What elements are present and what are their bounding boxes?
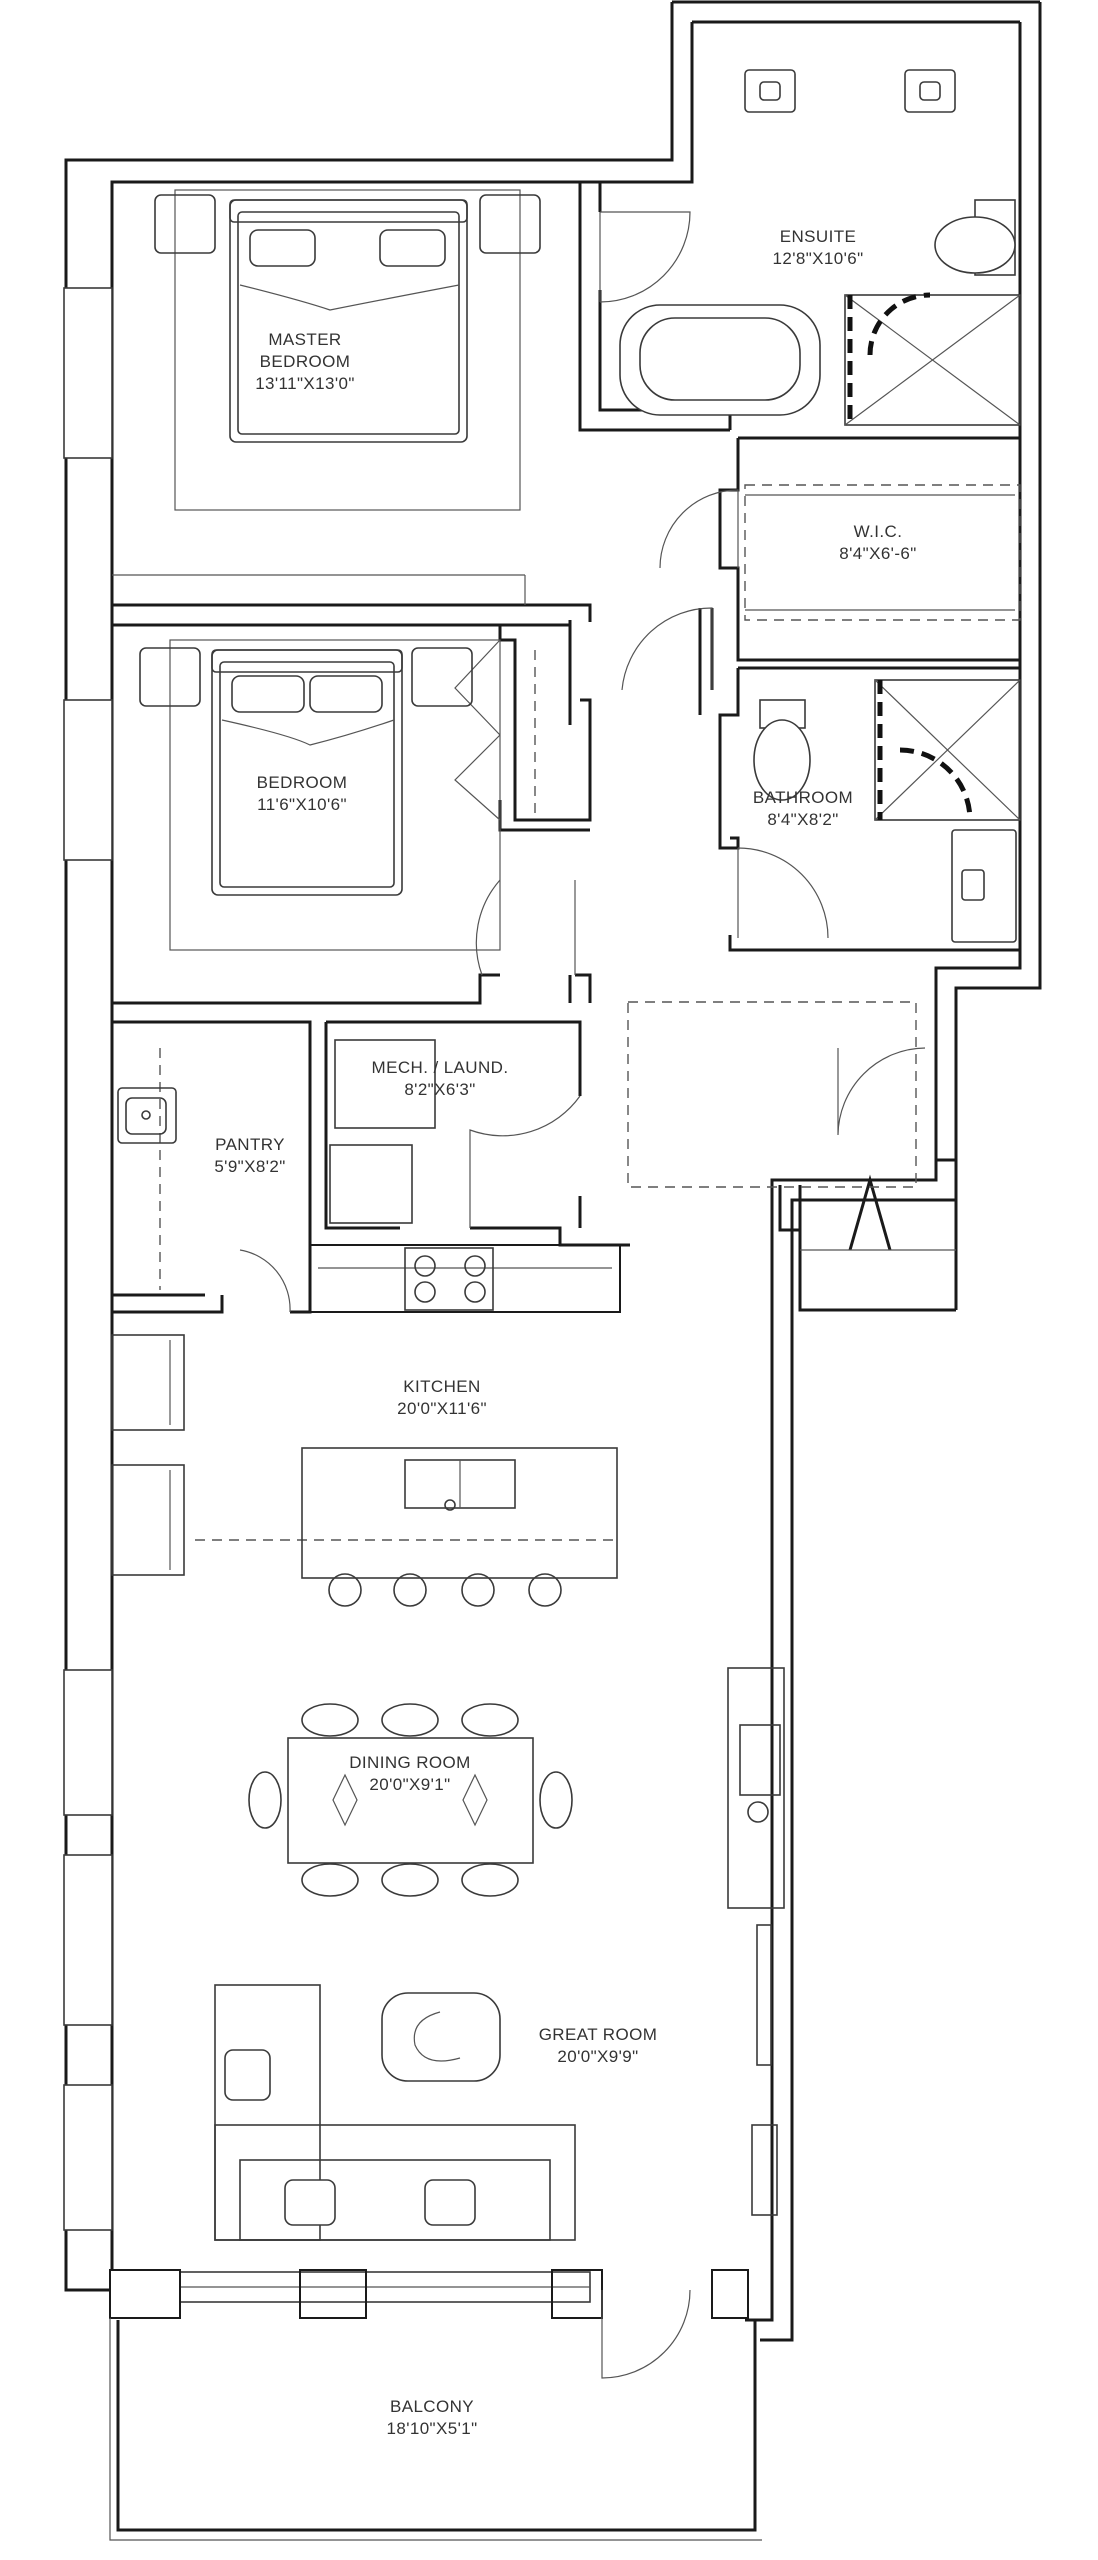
label-pantry-name: PANTRY — [215, 1135, 285, 1154]
label-great-room-name: GREAT ROOM — [539, 2025, 658, 2044]
label-bathroom-name: BATHROOM — [753, 788, 853, 807]
label-master-name-1: MASTER — [268, 330, 341, 349]
exterior-walls — [63, 0, 1042, 2342]
label-ensuite-dims: 12'8"X10'6" — [772, 249, 863, 268]
label-dining-name: DINING ROOM — [349, 1753, 471, 1772]
label-ensuite-name: ENSUITE — [780, 227, 856, 246]
label-master-dims: 13'11"X13'0" — [255, 374, 355, 393]
label-master-name-2: BEDROOM — [260, 352, 351, 371]
window-west-2 — [63, 699, 113, 861]
room-labels: ENSUITE 12'8"X10'6" MASTER BEDROOM 13'11… — [214, 227, 916, 2438]
window-west-1 — [63, 287, 113, 459]
label-kitchen-name: KITCHEN — [403, 1377, 480, 1396]
label-pantry-dims: 5'9"X8'2" — [214, 1157, 285, 1176]
label-balcony-name: BALCONY — [390, 2397, 474, 2416]
window-west-4 — [63, 1854, 113, 2026]
window-west-5 — [63, 2084, 113, 2231]
door-swings — [239, 211, 926, 2379]
label-great-room-dims: 20'0"X9'9" — [557, 2047, 638, 2066]
label-balcony-dims: 18'10"X5'1" — [386, 2419, 477, 2438]
label-kitchen-dims: 20'0"X11'6" — [397, 1399, 487, 1418]
label-bedroom-dims: 11'6"X10'6" — [257, 795, 347, 814]
interior-walls — [112, 182, 1020, 1314]
balcony-outline — [109, 2318, 762, 2541]
furniture — [111, 69, 1021, 2241]
clearance-outlines — [159, 484, 1021, 1541]
label-mech-dims: 8'2"X6'3" — [404, 1080, 475, 1099]
label-mech-name: MECH. / LAUND. — [372, 1058, 509, 1077]
label-wic-name: W.I.C. — [854, 522, 903, 541]
label-dining-dims: 20'0"X9'1" — [369, 1775, 450, 1794]
label-wic-dims: 8'4"X6'-6" — [839, 544, 916, 563]
label-bathroom-dims: 8'4"X8'2" — [767, 810, 838, 829]
window-west-3 — [63, 1669, 113, 1816]
label-bedroom-name: BEDROOM — [257, 773, 348, 792]
